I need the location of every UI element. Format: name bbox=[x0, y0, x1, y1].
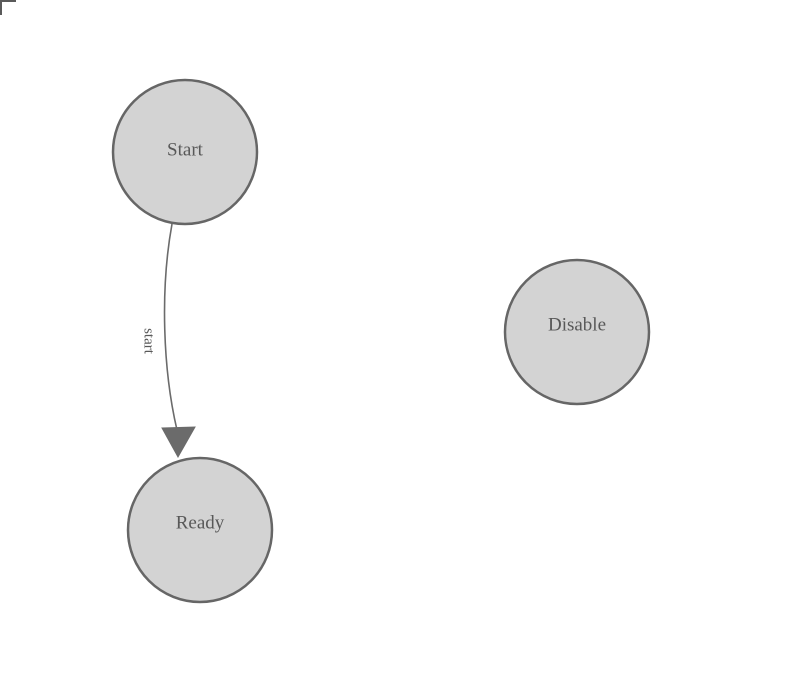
arrowhead-icon bbox=[161, 426, 196, 459]
node-ready[interactable]: Ready bbox=[126, 456, 274, 604]
edge-path bbox=[163, 223, 178, 431]
canvas-corner-marker bbox=[0, 0, 16, 15]
node-ready-circle[interactable] bbox=[126, 456, 274, 604]
edge-label-start: start bbox=[141, 328, 157, 355]
node-start-circle[interactable] bbox=[111, 78, 259, 226]
node-start[interactable]: Start bbox=[111, 78, 259, 226]
node-disable-circle[interactable] bbox=[503, 258, 651, 406]
edge-start-to-ready[interactable]: start bbox=[141, 223, 196, 459]
node-disable[interactable]: Disable bbox=[503, 258, 651, 406]
